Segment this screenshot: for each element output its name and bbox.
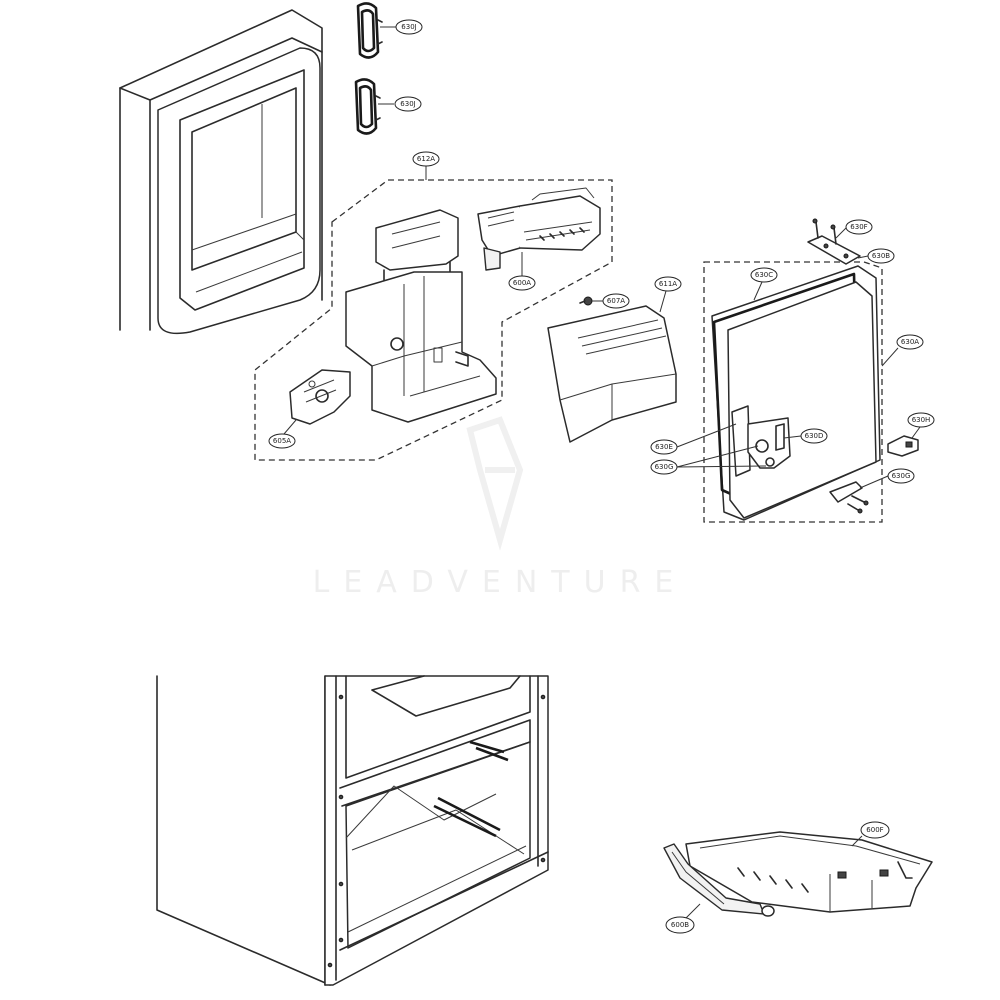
callout-label: 630J [401, 23, 416, 31]
ice-maker-600a [477, 187, 601, 271]
refrigerator-cabinet [156, 675, 549, 986]
roller-630j-lower [354, 78, 381, 135]
callout-607a: 607A [592, 293, 630, 309]
callout-630h: 630H [907, 412, 935, 439]
callout-label: 605A [273, 437, 291, 445]
callout-label: 630J [400, 100, 415, 108]
callout-label: 611A [659, 280, 677, 288]
callout-label: 630D [805, 432, 824, 440]
assembly-boundary-612a [254, 179, 613, 461]
clip-630h [887, 435, 919, 457]
freezer-door [119, 9, 323, 335]
callout-630e: 630E [650, 423, 737, 455]
assembly-boundary-630a [703, 261, 883, 523]
cover-611a [547, 305, 677, 443]
hinge-bracket-630g [829, 481, 869, 514]
callout-630j-lower: 630J [378, 96, 422, 112]
callout-600f: 600F [851, 821, 890, 847]
callout-label: 600F [866, 826, 883, 834]
callout-label: 630G [655, 463, 674, 471]
callout-label: 607A [607, 297, 625, 305]
hinge-630d [731, 405, 791, 477]
callout-label: 600A [513, 279, 531, 287]
callout-label: 630C [755, 271, 773, 279]
callout-630c: 630C [750, 267, 778, 301]
callout-630b: 630B [857, 248, 895, 264]
hinge-bracket-630f [807, 218, 861, 265]
callout-630g-right: 630G [859, 468, 915, 489]
callout-label: 630B [872, 252, 890, 260]
callout-label: 630E [655, 443, 673, 451]
roller-630j-upper [356, 2, 383, 59]
callout-605a: 605A [268, 419, 297, 449]
watermark-logo [466, 416, 524, 551]
callout-600b: 600B [665, 903, 701, 934]
callout-630g-left: 630G [650, 445, 767, 475]
callout-label: 630H [912, 416, 931, 424]
screw-607a [579, 296, 593, 306]
callout-630f: 630F [835, 219, 873, 239]
callout-label: 612A [417, 155, 435, 163]
ice-ejector-arm-600b [663, 843, 775, 917]
callouts: 630J 630J 612A 600A 607A 611A [268, 19, 935, 934]
callout-630a: 630A [881, 334, 924, 367]
callout-612a: 612A [412, 151, 440, 180]
callout-label: 600B [671, 921, 689, 929]
callout-630d: 630D [783, 428, 828, 444]
watermark: LEADVENTURE [313, 416, 688, 600]
bracket-612a [345, 209, 497, 423]
callout-label: 630G [892, 472, 911, 480]
ice-maker-600f [685, 831, 933, 913]
callout-label: 630A [901, 338, 919, 346]
callout-611a: 611A [654, 276, 682, 313]
callout-label: 630F [850, 223, 867, 231]
callout-600a: 600A [508, 252, 536, 291]
callout-630j-upper: 630J [380, 19, 423, 35]
motor-605a [289, 369, 351, 425]
watermark-text: LEADVENTURE [313, 565, 688, 600]
